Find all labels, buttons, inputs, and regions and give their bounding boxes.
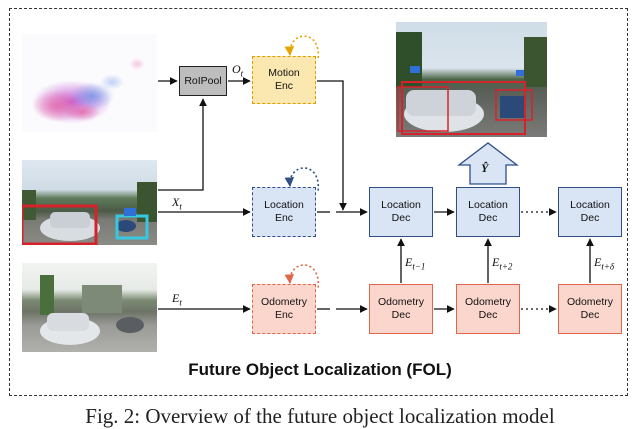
- motion-to-decoder-arrow: [317, 80, 347, 211]
- motion-encoder-block: Motion Enc: [252, 56, 316, 104]
- odometry-decoder-block-1: Odometry Dec: [369, 284, 433, 334]
- label-e-t-minus-1: Et−1: [405, 255, 426, 272]
- location-dec-2-line1: Location: [468, 199, 508, 211]
- location-decoder-block-3: Location Dec: [558, 187, 622, 237]
- motion-enc-line1: Motion: [268, 67, 300, 79]
- odometry-encoder-block: Odometry Enc: [252, 284, 316, 334]
- odometry-enc-line1: Odometry: [260, 296, 308, 308]
- location-encoder-block: Location Enc: [252, 187, 316, 237]
- output-arrow: [457, 142, 519, 185]
- motion-recurrence-loop: [284, 35, 319, 61]
- label-e-t: Et: [172, 291, 182, 308]
- location-recurrence-loop: [284, 167, 319, 193]
- diagram-title: Future Object Localization (FOL): [188, 360, 452, 379]
- location-dec-1-line2: Dec: [391, 212, 411, 224]
- motion-enc-line2: Enc: [274, 80, 294, 92]
- label-x-t: Xt: [172, 195, 182, 212]
- odometry-decoder-block-2: Odometry Dec: [456, 284, 520, 334]
- odometry-dec-3-line2: Dec: [580, 309, 600, 321]
- optical-flow-graphic: [32, 58, 145, 124]
- odometry-enc-line2: Enc: [274, 309, 294, 321]
- label-e-t-plus-2: Et+2: [492, 255, 513, 272]
- location-decoder-block-2: Location Dec: [456, 187, 520, 237]
- odometry-dec-2-line2: Dec: [478, 309, 498, 321]
- location-enc-line2: Enc: [274, 212, 294, 224]
- roipool-label: RoIPool: [184, 74, 222, 87]
- label-o-t: Ot: [232, 62, 244, 79]
- figure-caption: Fig. 2: Overview of the future object lo…: [85, 404, 555, 428]
- odometry-recurrence-loop: [284, 264, 319, 290]
- odometry-dec-3-line1: Odometry: [566, 296, 614, 308]
- bbox-to-roipool-arrow: [158, 98, 207, 191]
- label-e-t-plus-delta: Et+δ: [594, 255, 615, 272]
- odometry-decoder-block-3: Odometry Dec: [558, 284, 622, 334]
- location-decoder-block-1: Location Dec: [369, 187, 433, 237]
- location-dec-3-line2: Dec: [580, 212, 600, 224]
- odometry-scene-image: [22, 263, 157, 352]
- optical-flow-image: [22, 34, 157, 132]
- odometry-dec-1-line1: Odometry: [377, 296, 425, 308]
- location-enc-line1: Location: [264, 199, 304, 211]
- prediction-output-image: [396, 22, 547, 137]
- location-dec-1-line1: Location: [381, 199, 421, 211]
- roipool-block: RoIPool: [179, 66, 227, 96]
- odometry-dec-2-line1: Odometry: [464, 296, 512, 308]
- red-bbox: [22, 204, 98, 245]
- location-dec-3-line1: Location: [570, 199, 610, 211]
- label-y-hat: Ŷ: [481, 161, 489, 175]
- fol-dashed-frame: [9, 8, 628, 396]
- location-dec-2-line2: Dec: [478, 212, 498, 224]
- bbox-scene-image: [22, 160, 157, 245]
- odometry-dec-1-line2: Dec: [391, 309, 411, 321]
